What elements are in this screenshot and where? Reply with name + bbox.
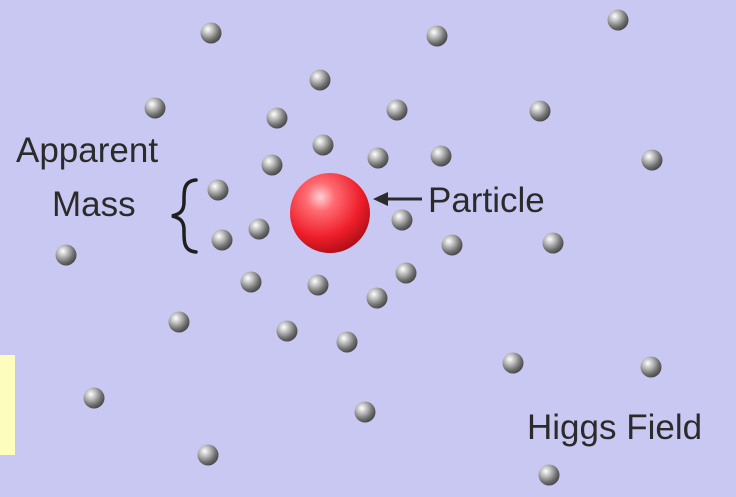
- field-ball: [200, 22, 222, 44]
- particle-sphere: [290, 173, 370, 253]
- field-ball: [426, 25, 448, 47]
- field-ball: [197, 444, 219, 466]
- field-ball: [395, 262, 417, 284]
- field-ball: [168, 311, 190, 333]
- field-ball: [312, 134, 334, 156]
- particle-label: Particle: [428, 181, 545, 220]
- field-ball: [83, 387, 105, 409]
- field-ball: [607, 9, 629, 31]
- field-ball: [207, 179, 229, 201]
- field-ball: [430, 145, 452, 167]
- field-ball: [640, 356, 662, 378]
- field-ball: [529, 100, 551, 122]
- field-ball: [240, 271, 262, 293]
- field-ball: [248, 218, 270, 240]
- field-ball: [542, 232, 564, 254]
- field-ball: [307, 274, 329, 296]
- field-ball: [502, 352, 524, 374]
- mass-label: Mass: [52, 185, 136, 224]
- field-ball: [144, 97, 166, 119]
- field-ball: [211, 229, 233, 251]
- field-ball: [354, 401, 376, 423]
- higgs-field-label: Higgs Field: [527, 408, 703, 447]
- field-ball: [441, 234, 463, 256]
- field-ball: [276, 320, 298, 342]
- field-ball: [366, 287, 388, 309]
- side-highlight-box: [0, 355, 15, 455]
- field-ball: [386, 99, 408, 121]
- field-ball: [336, 331, 358, 353]
- higgs-field-particles: [55, 9, 663, 486]
- field-ball: [538, 464, 560, 486]
- field-ball: [391, 209, 413, 231]
- field-ball: [367, 147, 389, 169]
- particle-arrow: [373, 192, 422, 206]
- field-ball: [266, 107, 288, 129]
- field-ball: [261, 154, 283, 176]
- field-ball: [641, 149, 663, 171]
- field-ball: [55, 244, 77, 266]
- apparent-label: Apparent: [16, 131, 159, 170]
- field-ball: [309, 69, 331, 91]
- apparent-mass-brace: [171, 178, 198, 254]
